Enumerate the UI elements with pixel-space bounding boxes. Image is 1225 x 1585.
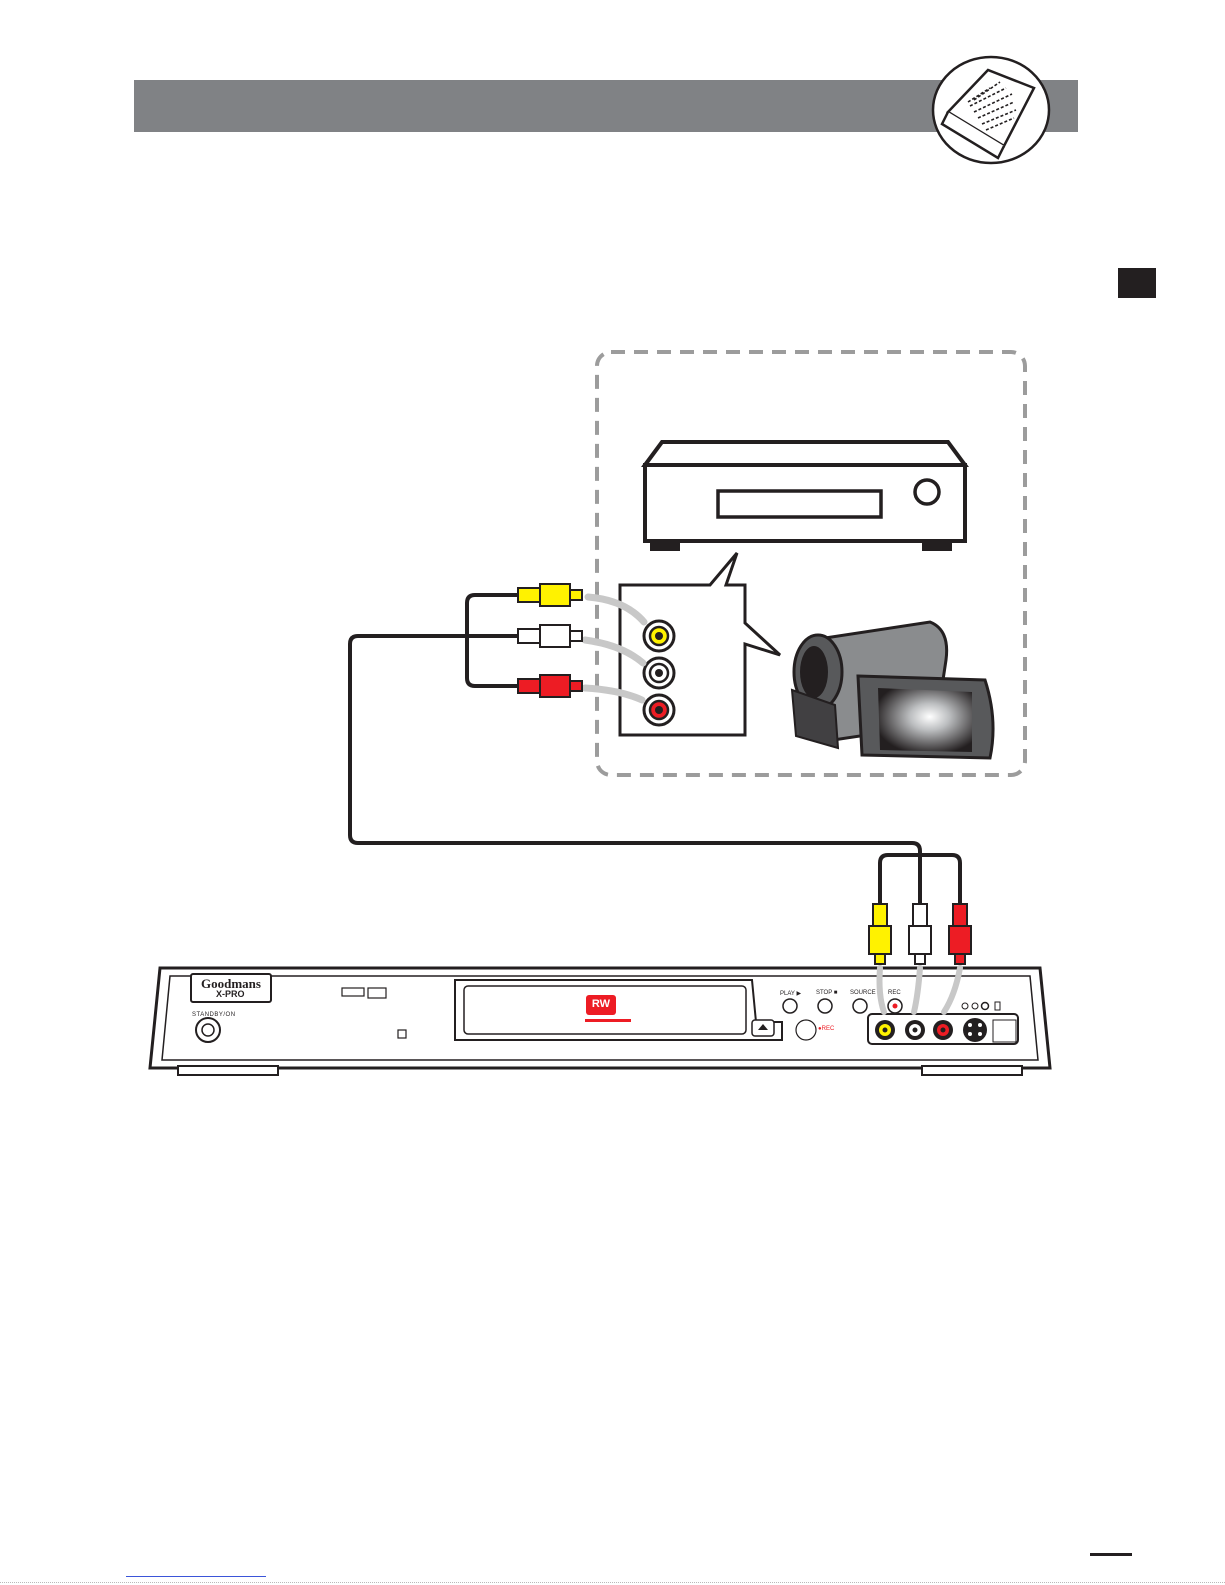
model-name: X-PRO bbox=[216, 989, 245, 999]
play-button-label: PLAY ▶ bbox=[780, 990, 801, 997]
video-plug-top bbox=[518, 584, 582, 606]
video-jack bbox=[644, 621, 674, 651]
dvd-recorder bbox=[150, 968, 1050, 1075]
audio-left-plug-bottom bbox=[909, 904, 931, 964]
audio-right-plug-top bbox=[518, 675, 582, 697]
rw-badge-label: RW bbox=[586, 998, 616, 1010]
audio-right-plug-bottom bbox=[949, 904, 971, 964]
camcorder-icon bbox=[792, 622, 993, 758]
audio-right-jack bbox=[644, 695, 674, 725]
stop-button-label: STOP ■ bbox=[816, 990, 837, 996]
footer-link-line bbox=[126, 1576, 266, 1577]
source-button-label: SOURCE bbox=[850, 990, 876, 996]
record-label: ●REC bbox=[818, 1026, 834, 1032]
page-edge bbox=[0, 1582, 1225, 1583]
audio-left-plug-top bbox=[518, 625, 582, 647]
standby-label: STANDBY/ON bbox=[192, 1012, 236, 1018]
audio-left-jack bbox=[644, 658, 674, 688]
rec-button-label: REC bbox=[888, 990, 901, 996]
brand-badge: Goodmans X-PRO bbox=[190, 973, 272, 1003]
vcr-icon bbox=[645, 442, 965, 551]
video-plug-bottom bbox=[869, 904, 891, 964]
page-number-rule bbox=[1090, 1553, 1132, 1556]
